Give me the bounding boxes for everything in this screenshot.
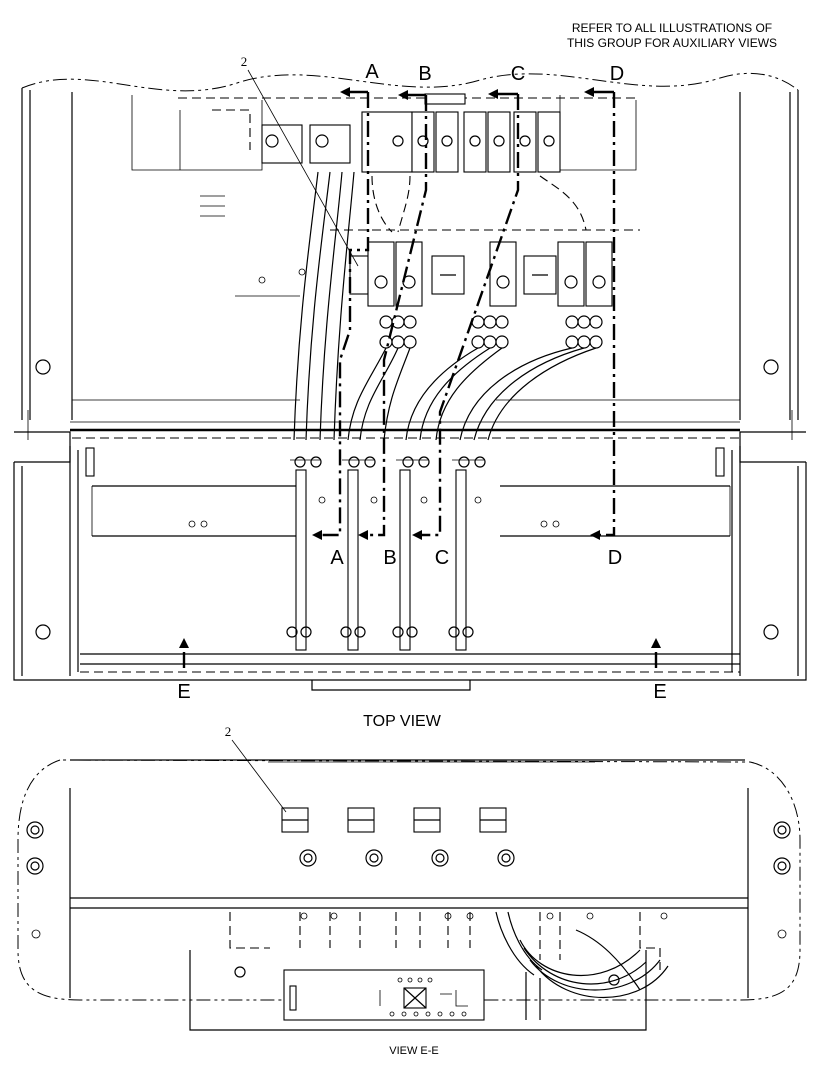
section-label-c-bottom: C xyxy=(435,547,449,569)
section-label-d-bottom: D xyxy=(608,547,622,569)
top-terminal-row xyxy=(261,93,561,173)
top-view: A B C D A B C D E E 2 TOP VIEW xyxy=(13,54,807,730)
section-label-d-top: D xyxy=(610,63,624,85)
section-cut-lines xyxy=(179,87,661,668)
cabinet-right-outline xyxy=(739,90,799,420)
view-ee-callout-leader xyxy=(231,739,287,813)
section-label-b-top: B xyxy=(418,63,431,85)
section-label-a-bottom: A xyxy=(330,547,344,569)
cables xyxy=(293,171,597,441)
view-ee-callout: 2 xyxy=(225,724,232,739)
section-label-e-right: E xyxy=(653,681,666,703)
cabinet-left-outline xyxy=(21,88,73,420)
vertical-bus-bars xyxy=(286,456,486,691)
section-label-a-top: A xyxy=(365,61,379,83)
view-ee-outline xyxy=(17,759,801,1001)
section-label-c-top: C xyxy=(511,63,525,85)
top-view-callout-leader xyxy=(247,69,359,267)
view-ee-terminals xyxy=(281,807,515,867)
top-view-break-line xyxy=(21,72,799,92)
view-ee: 2 VIEW E-E xyxy=(17,724,801,1057)
reference-note-line2: THIS GROUP FOR AUXILIARY VIEWS xyxy=(567,36,777,50)
view-ee-lower-equipment xyxy=(189,911,669,1031)
view-ee-title: VIEW E-E xyxy=(389,1045,439,1057)
cable-lugs xyxy=(379,315,603,349)
top-view-title: TOP VIEW xyxy=(363,713,442,730)
section-label-b-bottom: B xyxy=(383,547,396,569)
top-view-callout: 2 xyxy=(241,54,248,69)
lower-compartment xyxy=(13,446,807,681)
section-label-e-left: E xyxy=(177,681,190,703)
breaker-blocks xyxy=(258,229,640,307)
reference-note-line1: REFER TO ALL ILLUSTRATIONS OF xyxy=(572,21,772,35)
reference-note: REFER TO ALL ILLUSTRATIONS OF THIS GROUP… xyxy=(567,21,777,50)
